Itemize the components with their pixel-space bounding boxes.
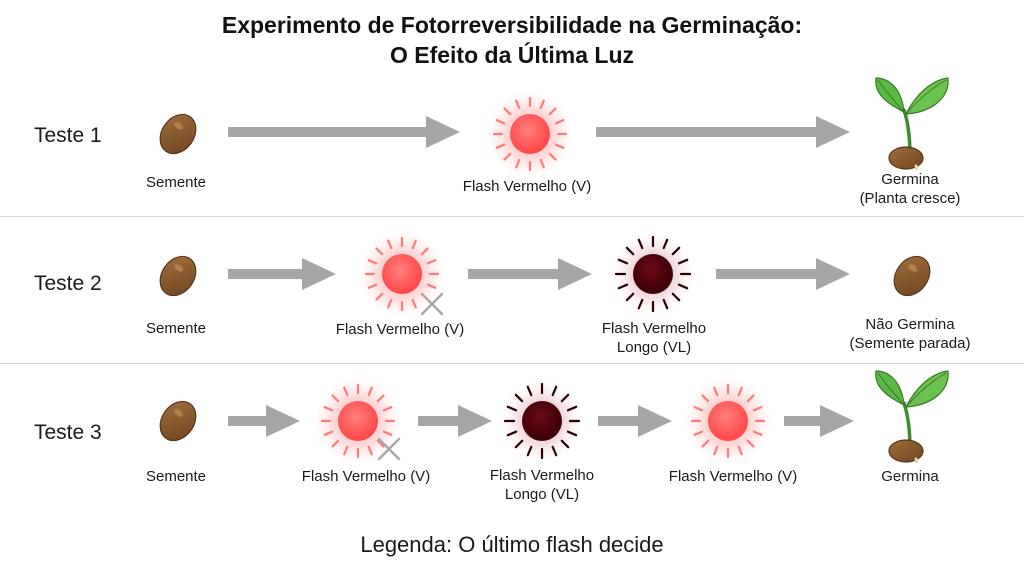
result-label: Não Germina (Semente parada)	[850, 315, 971, 353]
test-row-2: Teste 2 Semente Flash Vermelho (V) Flash…	[0, 218, 1024, 364]
seed-label: Semente	[145, 468, 207, 485]
red-flash-label: Flash Vermelho (V)	[301, 468, 431, 485]
result-line-2: (Semente parada)	[849, 335, 971, 352]
page-title: Experimento de Fotorreversibilidade na G…	[0, 10, 1024, 70]
arrow-icon	[228, 405, 300, 437]
far-red-flash-label: Flash Vermelho Longo (VL)	[602, 319, 706, 357]
seed-icon	[152, 394, 204, 448]
row-label: Teste 1	[34, 124, 102, 147]
red-flash-label: Flash Vermelho (V)	[462, 178, 592, 195]
arrow-icon	[716, 258, 850, 290]
cross-icon	[420, 292, 444, 316]
arrow-icon	[228, 116, 460, 148]
far-red-light-icon	[496, 375, 588, 467]
arrow-icon	[228, 258, 336, 290]
result-label: Germina (Planta cresce)	[860, 170, 961, 208]
row-divider	[0, 216, 1024, 217]
title-line-2: O Efeito da Última Luz	[389, 42, 635, 68]
seedling-icon	[873, 369, 950, 463]
red-flash-label: Flash Vermelho (V)	[668, 468, 798, 485]
cross-icon	[377, 437, 401, 461]
legend: Legenda: O último flash decide	[360, 532, 664, 557]
result-line-1: Não Germina	[865, 316, 955, 333]
result-line-2: (Planta cresce)	[859, 190, 961, 207]
arrow-icon	[596, 116, 850, 148]
red-light-icon	[682, 375, 774, 467]
seed-icon	[886, 249, 938, 303]
arrow-icon	[468, 258, 592, 290]
far-red-line-1: Flash Vermelho	[489, 467, 595, 484]
row-label: Teste 3	[34, 421, 102, 444]
test-row-3: Teste 3 Semente Flash Vermelho (V) Flash…	[0, 365, 1024, 511]
red-light-icon	[484, 88, 576, 180]
seed-icon	[152, 107, 204, 161]
far-red-line-1: Flash Vermelho	[601, 320, 707, 337]
far-red-flash-label: Flash Vermelho Longo (VL)	[490, 466, 594, 504]
seed-label: Semente	[145, 320, 207, 337]
arrow-icon	[784, 405, 854, 437]
result-label: Germina	[881, 468, 939, 485]
far-red-line-2: Longo (VL)	[616, 339, 692, 356]
seed-label: Semente	[145, 174, 207, 191]
result-line-1: Germina	[881, 171, 939, 188]
far-red-line-2: Longo (VL)	[504, 486, 580, 503]
red-flash-label: Flash Vermelho (V)	[335, 321, 465, 338]
test-row-1: Teste 1 Semente Flash Vermelho (V) Germi…	[0, 72, 1024, 218]
arrow-icon	[418, 405, 492, 437]
far-red-light-icon	[607, 228, 699, 320]
arrow-icon	[598, 405, 672, 437]
row-label: Teste 2	[34, 272, 102, 295]
row-divider	[0, 363, 1024, 364]
seed-icon	[152, 249, 204, 303]
seedling-icon	[873, 76, 950, 170]
title-line-1: Experimento de Fotorreversibilidade na G…	[221, 12, 803, 38]
